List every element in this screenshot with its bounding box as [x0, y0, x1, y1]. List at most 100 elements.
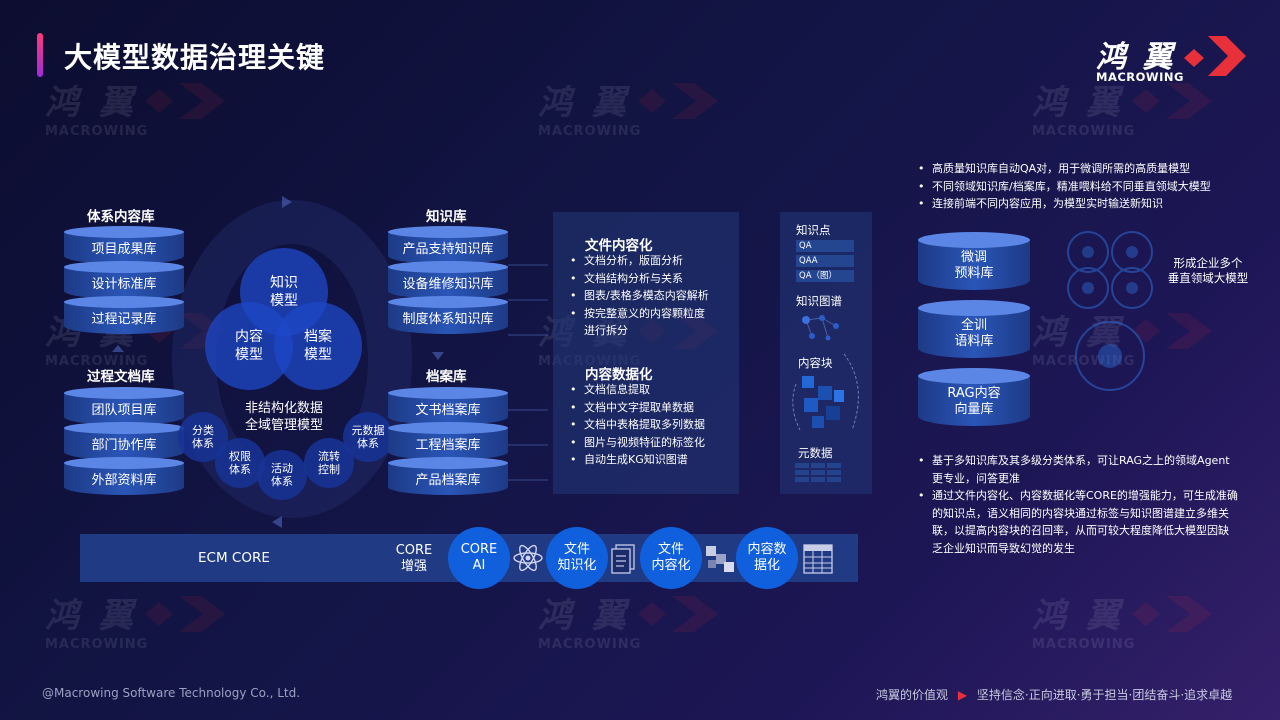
list-item: 文档中文字提取单数据 — [570, 399, 740, 417]
cylinder-label: 文书档案库 — [415, 403, 481, 418]
list-item: 图表/表格多模态内容解析 — [570, 287, 740, 305]
process-lib-title: 过程文档库 — [87, 369, 155, 385]
footer-copyright: @Macrowing Software Technology Co., Ltd. — [42, 686, 301, 700]
content-data-circle: 内容数 据化 — [736, 527, 798, 589]
cylinder-knowledge-lib: 产品支持知识库 — [388, 226, 508, 264]
list-item: 图片与视频特征的标签化 — [570, 434, 740, 452]
list-item: 通过文件内容化、内容数据化等CORE的增强能力，可生成准确的知识点，语义相同的内… — [918, 487, 1238, 557]
cylinder-label: 微调 预料库 — [954, 250, 994, 281]
cylinder-label: 产品支持知识库 — [402, 242, 494, 257]
blocks-icon — [706, 546, 734, 572]
center-text: 非结构化数据 全域管理模型 — [244, 401, 323, 433]
cylinder-label: RAG内容 向量库 — [947, 386, 1001, 417]
cylinder-system-lib: 设计标准库 — [64, 261, 184, 299]
brain-text: 形成企业多个 垂直领域大模型 — [1167, 256, 1249, 285]
chevron-icon — [1132, 83, 1212, 119]
page-title: 大模型数据治理关键 — [64, 41, 326, 74]
system-lib-title: 体系内容库 — [87, 209, 155, 225]
venn-archive-model: 档案 模型 — [274, 302, 362, 390]
watermark: 鸿 翼 MACROWING — [538, 75, 718, 139]
doc-knowledge-circle: 文件 知识化 — [546, 527, 608, 589]
right-top-bullets: 高质量知识库自动QA对，用于微调所需的高质量模型 不同领域知识库/档案库，精准喂… — [918, 160, 1248, 213]
table-icon — [803, 544, 833, 574]
logo-chevron-icon — [1184, 36, 1246, 76]
chevron-icon — [638, 83, 718, 119]
watermark: 鸿 翼 MACROWING — [45, 588, 225, 652]
core-enhance-label: CORE 增强 — [395, 543, 433, 574]
cylinder-process-lib: 外部资料库 — [64, 457, 184, 495]
content-data-list: 文档信息提取 文档中文字提取单数据 文档中表格提取多列数据 图片与视频特征的标签… — [570, 381, 740, 469]
cylinder-archive-lib: 文书档案库 — [388, 387, 508, 425]
small-circle-activity: 活动 体系 — [257, 450, 307, 500]
archive-lib-title: 档案库 — [426, 369, 467, 385]
ecm-core-label: ECM CORE — [198, 550, 270, 566]
core-ai-circle: CORE AI — [448, 527, 510, 589]
cylinder-process-lib: 团队项目库 — [64, 387, 184, 425]
doc-content-circle: 文件 内容化 — [640, 527, 702, 589]
chevron-icon — [638, 596, 718, 632]
play-arrow-icon: ▶ — [957, 688, 968, 702]
cylinder-label: 全训 语料库 — [954, 318, 994, 349]
list-item: 文档分析，版面分析 — [570, 252, 740, 270]
flow-arrows — [112, 196, 548, 528]
metadata-table-icon — [795, 463, 841, 482]
cylinder-pretrain: 全训 语料库 — [918, 300, 1030, 358]
chevron-icon — [145, 83, 225, 119]
cylinder-knowledge-lib: 制度体系知识库 — [388, 296, 508, 334]
content-block-label: 内容块 — [798, 356, 833, 370]
chevron-icon — [1132, 596, 1212, 632]
watermark: 鸿 翼 MACROWING — [1032, 588, 1212, 652]
knowledge-point-label: 知识点 — [796, 223, 831, 237]
qa-row: QAA — [796, 255, 854, 267]
qa-row: QA — [796, 240, 854, 252]
small-circle-classification: 分类 体系 — [178, 412, 228, 462]
watermark: 鸿 翼 MACROWING — [45, 75, 225, 139]
doc-content-title: 文件内容化 — [585, 238, 653, 254]
chevron-icon — [145, 596, 225, 632]
small-circle-metadata: 元数据 体系 — [343, 412, 393, 462]
cylinder-label: 项目成果库 — [91, 242, 157, 257]
title-accent-bar — [37, 33, 43, 77]
watermark: 鸿 翼 MACROWING — [1032, 75, 1212, 139]
document-icon — [611, 544, 635, 574]
cylinder-label: 过程记录库 — [91, 312, 157, 327]
list-item: 文档中表格提取多列数据 — [570, 416, 740, 434]
atom-icon — [513, 544, 543, 572]
watermark: 鸿 翼 MACROWING — [538, 588, 718, 652]
values-label: 鸿翼的价值观 — [876, 688, 949, 702]
company-logo: 鸿 翼 MACROWING — [1096, 32, 1256, 88]
cylinder-system-lib: 项目成果库 — [64, 226, 184, 264]
logo-cn: 鸿 翼 — [1096, 40, 1176, 75]
content-data-title: 内容数据化 — [585, 367, 653, 383]
qa-row: QA（图） — [796, 270, 854, 282]
cylinder-label: 工程档案库 — [415, 438, 481, 453]
cylinder-label: 部门协作库 — [91, 438, 157, 453]
list-item: 自动生成KG知识图谱 — [570, 451, 740, 469]
list-item: 基于多知识库及其多级分类体系，可让RAG之上的领域Agent更专业，问答更准 — [918, 452, 1238, 487]
kg-label: 知识图谱 — [796, 294, 842, 308]
list-item: 不同领域知识库/档案库，精准喂料给不同垂直领域大模型 — [918, 178, 1248, 196]
values-text: 坚持信念·正向进取·勇于担当·团结奋斗·追求卓越 — [976, 688, 1233, 702]
cylinder-archive-lib: 产品档案库 — [388, 457, 508, 495]
list-item: 按完整意义的内容颗粒度 进行拆分 — [570, 305, 740, 340]
cylinder-process-lib: 部门协作库 — [64, 422, 184, 460]
cylinder-label: 设备维修知识库 — [402, 277, 494, 292]
cylinder-label: 制度体系知识库 — [402, 312, 494, 327]
kg-graph-icon — [802, 315, 839, 341]
list-item: 文档信息提取 — [570, 381, 740, 399]
doc-content-list: 文档分析，版面分析 文档结构分析与关系 图表/表格多模态内容解析 按完整意义的内… — [570, 252, 740, 340]
cylinder-label: 外部资料库 — [91, 473, 157, 488]
brain-models-icon — [1067, 231, 1153, 391]
cylinder-archive-lib: 工程档案库 — [388, 422, 508, 460]
cylinder-rag: RAG内容 向量库 — [918, 368, 1030, 426]
right-bottom-bullets: 基于多知识库及其多级分类体系，可让RAG之上的领域Agent更专业，问答更准 通… — [918, 452, 1238, 557]
cylinder-system-lib: 过程记录库 — [64, 296, 184, 334]
logo-en: MACROWING — [1096, 70, 1184, 84]
small-circle-flow: 流转 控制 — [304, 438, 354, 488]
list-item: 文档结构分析与关系 — [570, 270, 740, 288]
list-item: 高质量知识库自动QA对，用于微调所需的高质量模型 — [918, 160, 1248, 178]
cylinder-knowledge-lib: 设备维修知识库 — [388, 261, 508, 299]
cylinder-label: 产品档案库 — [415, 473, 481, 488]
metadata-label: 元数据 — [798, 446, 833, 460]
cylinder-label: 设计标准库 — [91, 277, 157, 292]
